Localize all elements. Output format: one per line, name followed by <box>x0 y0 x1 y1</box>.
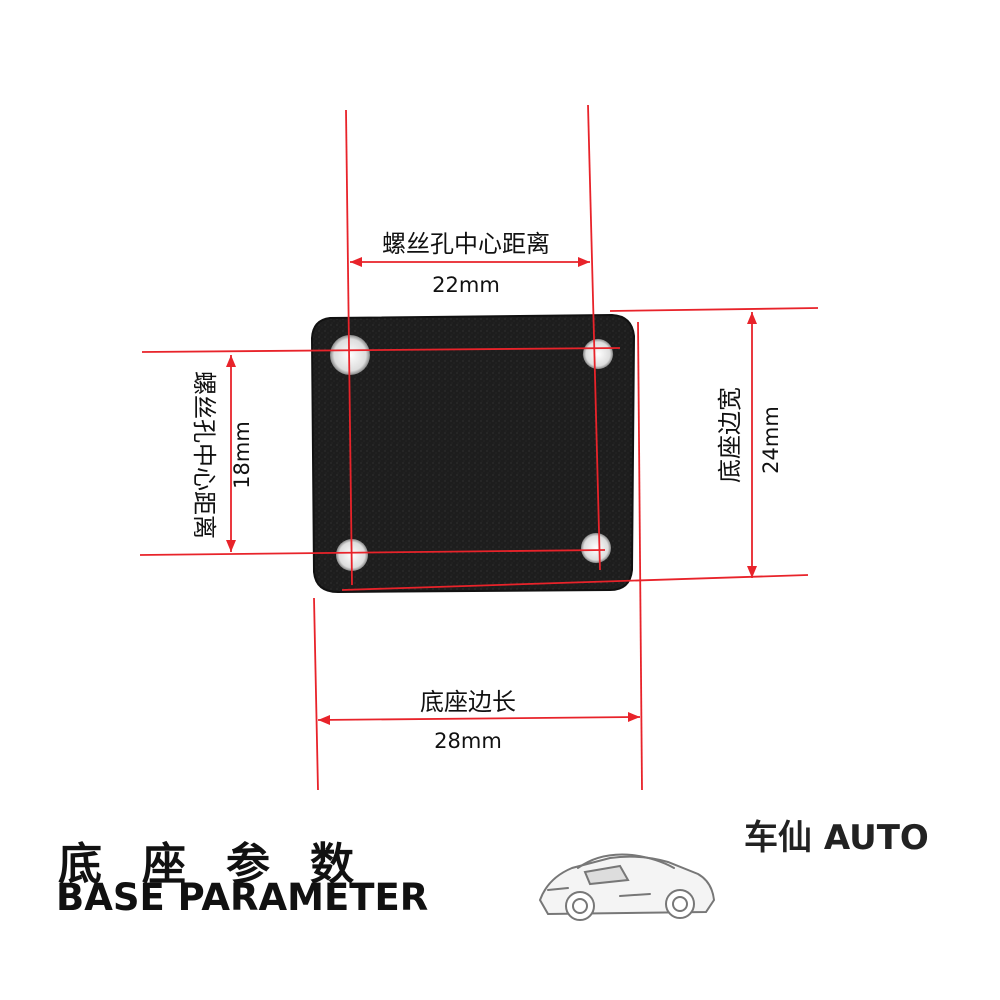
dimension-arrowheads <box>226 257 757 725</box>
base-width-label: 底座边宽 <box>716 387 744 483</box>
brand-logo: 车仙 AUTO <box>744 818 929 858</box>
hole-spacing-width-value: 22mm <box>432 273 500 297</box>
car-icon <box>538 853 716 921</box>
base-width-value: 24mm <box>759 406 783 474</box>
hole-spacing-height-value: 18mm <box>230 421 254 489</box>
base-length-label: 底座边长 <box>420 688 516 716</box>
hole-spacing-width-label: 螺丝孔中心距离 <box>382 230 550 258</box>
base-plate <box>310 313 636 594</box>
title-chinese: 底座参数 <box>58 839 394 890</box>
title-english: BASE PARAMETER <box>56 876 429 919</box>
dimension-lines <box>139 104 819 791</box>
screw-hole-top-right <box>583 339 613 369</box>
screw-hole-top-left <box>330 335 370 375</box>
hole-spacing-height-label: 螺丝孔中心距离 <box>190 371 218 539</box>
screw-hole-bottom-right <box>581 533 611 563</box>
base-length-value: 28mm <box>434 729 502 753</box>
